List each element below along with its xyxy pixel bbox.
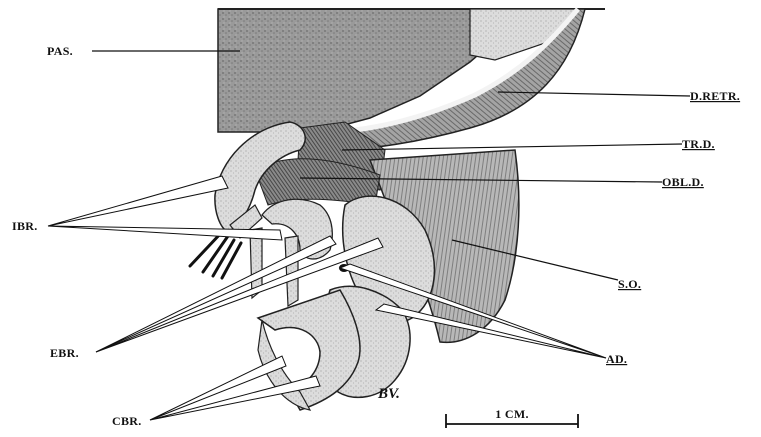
label-cbr: CBR.: [112, 414, 142, 428]
label-ad: AD.: [606, 352, 627, 366]
scale-bar-label: 1 CM.: [495, 407, 529, 421]
cbr-leader-fan: [150, 356, 320, 420]
ibr-claws: [190, 232, 241, 278]
label-obl-d: OBL.D.: [662, 175, 704, 189]
label-pas: PAS.: [47, 44, 73, 58]
label-ebr: EBR.: [50, 346, 79, 360]
scale-bar: 1 CM.: [446, 407, 578, 428]
label-s-o: S.O.: [618, 277, 641, 291]
label-d-retr: D.RETR.: [690, 89, 740, 103]
label-tr-d: TR.D.: [682, 137, 715, 151]
label-ibr: IBR.: [12, 219, 38, 233]
artist-signature: BV.: [377, 386, 400, 402]
